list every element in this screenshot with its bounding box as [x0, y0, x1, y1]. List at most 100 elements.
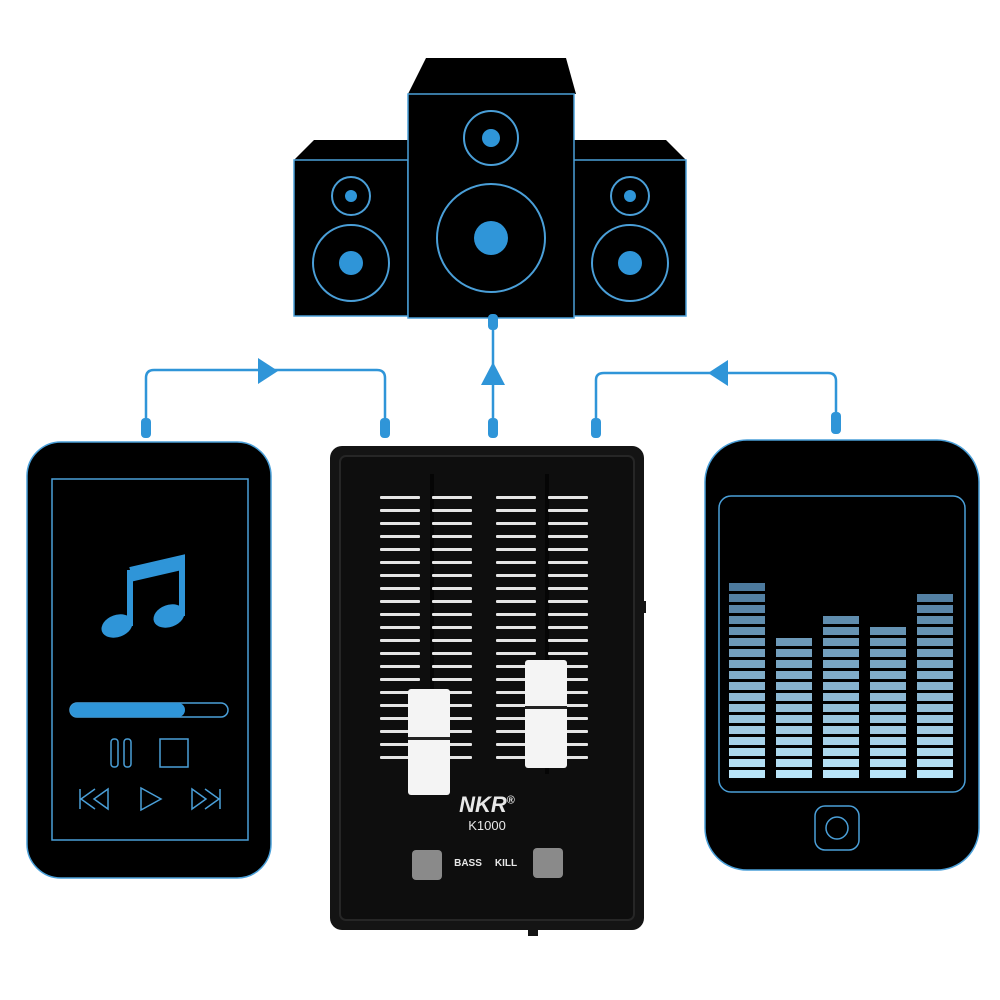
- fader-scale-line: [380, 691, 420, 694]
- rewind-icon[interactable]: [77, 786, 111, 812]
- fader-scale-line: [496, 574, 536, 577]
- fader-scale-line: [548, 574, 588, 577]
- fader-scale-line: [432, 626, 472, 629]
- fader-scale-line: [548, 652, 588, 655]
- fast-forward-icon[interactable]: [189, 786, 223, 812]
- equalizer-segment: [870, 748, 906, 756]
- fader-track: [545, 474, 549, 774]
- fader-scale-line: [548, 509, 588, 512]
- fader-scale-line: [380, 600, 420, 603]
- equalizer-display: [729, 578, 957, 778]
- equalizer-segment: [870, 770, 906, 778]
- playback-progress-bar[interactable]: [69, 702, 229, 718]
- equalizer-segment: [917, 594, 953, 602]
- center-speaker: [407, 58, 576, 319]
- bass-button[interactable]: [412, 850, 442, 880]
- fader-left-knob[interactable]: [408, 689, 450, 795]
- equalizer-segment: [729, 715, 765, 723]
- equalizer-segment: [870, 638, 906, 646]
- equalizer-segment: [776, 737, 812, 745]
- fader-scale-line: [432, 574, 472, 577]
- fader-scale-line: [548, 561, 588, 564]
- fader-scale-line: [496, 626, 536, 629]
- fader-scale-line: [380, 717, 420, 720]
- kill-label: KILL: [494, 858, 518, 869]
- equalizer-segment: [917, 748, 953, 756]
- equalizer-segment: [776, 759, 812, 767]
- fader-scale-line: [548, 626, 588, 629]
- fader-scale-line: [548, 613, 588, 616]
- equalizer-segment: [776, 726, 812, 734]
- fader-scale-line: [496, 587, 536, 590]
- equalizer-segment: [917, 726, 953, 734]
- equalizer-segment: [917, 605, 953, 613]
- fader-scale-line: [432, 561, 472, 564]
- fader-scale-line: [380, 678, 420, 681]
- fader-scale-line: [380, 561, 420, 564]
- kill-button[interactable]: [533, 848, 563, 878]
- home-button-icon[interactable]: [813, 804, 861, 852]
- play-icon[interactable]: [138, 785, 164, 813]
- equalizer-segment: [729, 770, 765, 778]
- bass-label: BASS: [454, 858, 482, 869]
- equalizer-segment: [776, 671, 812, 679]
- equalizer-segment: [870, 682, 906, 690]
- equalizer-segment: [823, 715, 859, 723]
- fader-scale-line: [496, 639, 536, 642]
- fader-scale-line: [432, 509, 472, 512]
- fader-scale-line: [496, 717, 536, 720]
- equalizer-segment: [776, 748, 812, 756]
- fader-scale-line: [380, 743, 420, 746]
- equalizer-segment: [823, 693, 859, 701]
- equalizer-segment: [823, 627, 859, 635]
- equalizer-segment: [776, 693, 812, 701]
- equalizer-segment: [729, 605, 765, 613]
- fader-scale-line: [548, 743, 588, 746]
- fader-scale-line: [496, 691, 536, 694]
- fader-scale-line: [380, 496, 420, 499]
- fader-scale-line: [432, 730, 472, 733]
- fader-scale-line: [548, 639, 588, 642]
- fader-scale-line: [496, 535, 536, 538]
- fader-scale-line: [432, 639, 472, 642]
- equalizer-segment: [870, 715, 906, 723]
- fader-scale-line: [380, 756, 420, 759]
- fader-scale-line: [496, 509, 536, 512]
- left-speaker: [293, 140, 409, 317]
- fader-scale-line: [432, 600, 472, 603]
- fader-scale-line: [496, 522, 536, 525]
- equalizer-segment: [870, 704, 906, 712]
- fader-scale-line: [548, 665, 588, 668]
- equalizer-segment: [870, 649, 906, 657]
- fader-scale-line: [380, 587, 420, 590]
- equalizer-segment: [870, 693, 906, 701]
- equalizer-segment: [729, 748, 765, 756]
- pause-icon[interactable]: [109, 737, 135, 769]
- equalizer-segment: [729, 693, 765, 701]
- music-player-device: [25, 440, 273, 880]
- equalizer-segment: [917, 660, 953, 668]
- fader-scale-line: [496, 678, 536, 681]
- equalizer-segment: [729, 671, 765, 679]
- equalizer-segment: [823, 638, 859, 646]
- equalizer-segment: [823, 682, 859, 690]
- dj-mixer: NKR® K1000 BASS KILL: [328, 444, 646, 936]
- music-note-icon: [97, 540, 193, 640]
- brand-logo: NKR®: [459, 792, 515, 817]
- stop-icon[interactable]: [158, 737, 190, 769]
- fader-scale-line: [496, 730, 536, 733]
- equalizer-segment: [823, 671, 859, 679]
- equalizer-segment: [776, 682, 812, 690]
- fader-right-knob[interactable]: [525, 660, 567, 768]
- fader-scale-line: [548, 717, 588, 720]
- equalizer-segment: [870, 671, 906, 679]
- fader-scale-line: [380, 665, 420, 668]
- equalizer-segment: [776, 770, 812, 778]
- fader-scale-line: [548, 587, 588, 590]
- fader-scale-line: [548, 548, 588, 551]
- equalizer-segment: [729, 627, 765, 635]
- arrow-left-icon: [708, 360, 728, 386]
- equalizer-segment: [729, 660, 765, 668]
- fader-scale-line: [380, 574, 420, 577]
- equalizer-segment: [776, 704, 812, 712]
